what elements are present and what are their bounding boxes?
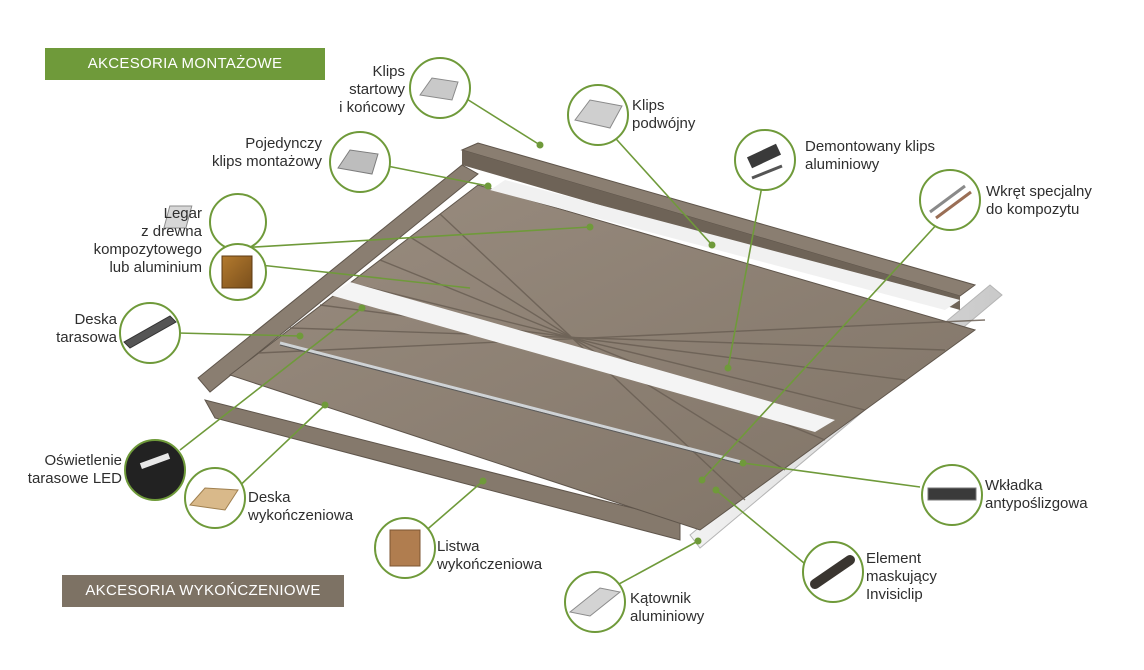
finishing-accessories-banner: AKCESORIA WYKOŃCZENIOWE: [62, 575, 344, 607]
finishing-board-icon: [184, 467, 246, 529]
label-start-end-clip: Klips startowy i końcowy: [339, 63, 405, 116]
joist-wood-icon: [209, 243, 267, 301]
joist-aluminium-icon: [163, 193, 267, 251]
deck-board-icon: [119, 302, 181, 364]
single-clip-icon: [329, 131, 391, 193]
masking-element-icon: [802, 541, 864, 603]
label-aluminium-angle: Kątownik aluminiowy: [630, 590, 705, 625]
deck-gap: [330, 282, 835, 432]
led-lighting-icon: [124, 439, 186, 501]
mounting-accessories-banner: AKCESORIA MONTAŻOWE: [45, 48, 325, 80]
led-strip: [279, 341, 746, 465]
label-aluminium-clip: Demontowany klips aluminiowy: [805, 138, 936, 173]
label-deck-board: Deska tarasowa: [56, 311, 117, 346]
aluminium-clip-icon: [734, 129, 796, 191]
label-led-lighting: Oświetlenie tarasowe LED: [27, 452, 122, 487]
deck-structure: [197, 142, 1003, 549]
label-special-screw: Wkręt specjalny do kompozytu: [986, 183, 1092, 218]
label-finishing-board: Deska wykończeniowa: [248, 489, 354, 524]
label-finishing-strip: Listwa wykończeniowa: [437, 538, 543, 573]
finishing-strip-icon: [374, 517, 436, 579]
front-fascia-board: [204, 399, 681, 541]
label-single-clip: Pojedynczy klips montażowy: [211, 135, 322, 170]
aluminium-angle-icon: [564, 571, 626, 633]
label-anti-slip-insert: Wkładka antypoślizgowa: [985, 477, 1088, 512]
label-masking-element: Element maskujący Invisiclip: [866, 550, 937, 603]
double-clip-icon: [567, 84, 629, 146]
back-rim-board: [460, 142, 977, 297]
start-end-clip-icon: [409, 57, 471, 119]
leader-lines: [177, 95, 951, 591]
leader-dots: [296, 141, 747, 545]
anti-slip-insert-icon: [921, 464, 983, 526]
special-screw-icon: [919, 169, 981, 231]
label-joist: Legar z drewna kompozytowego lub alumini…: [93, 205, 202, 276]
label-double-clip: Klips podwójny: [632, 97, 696, 132]
